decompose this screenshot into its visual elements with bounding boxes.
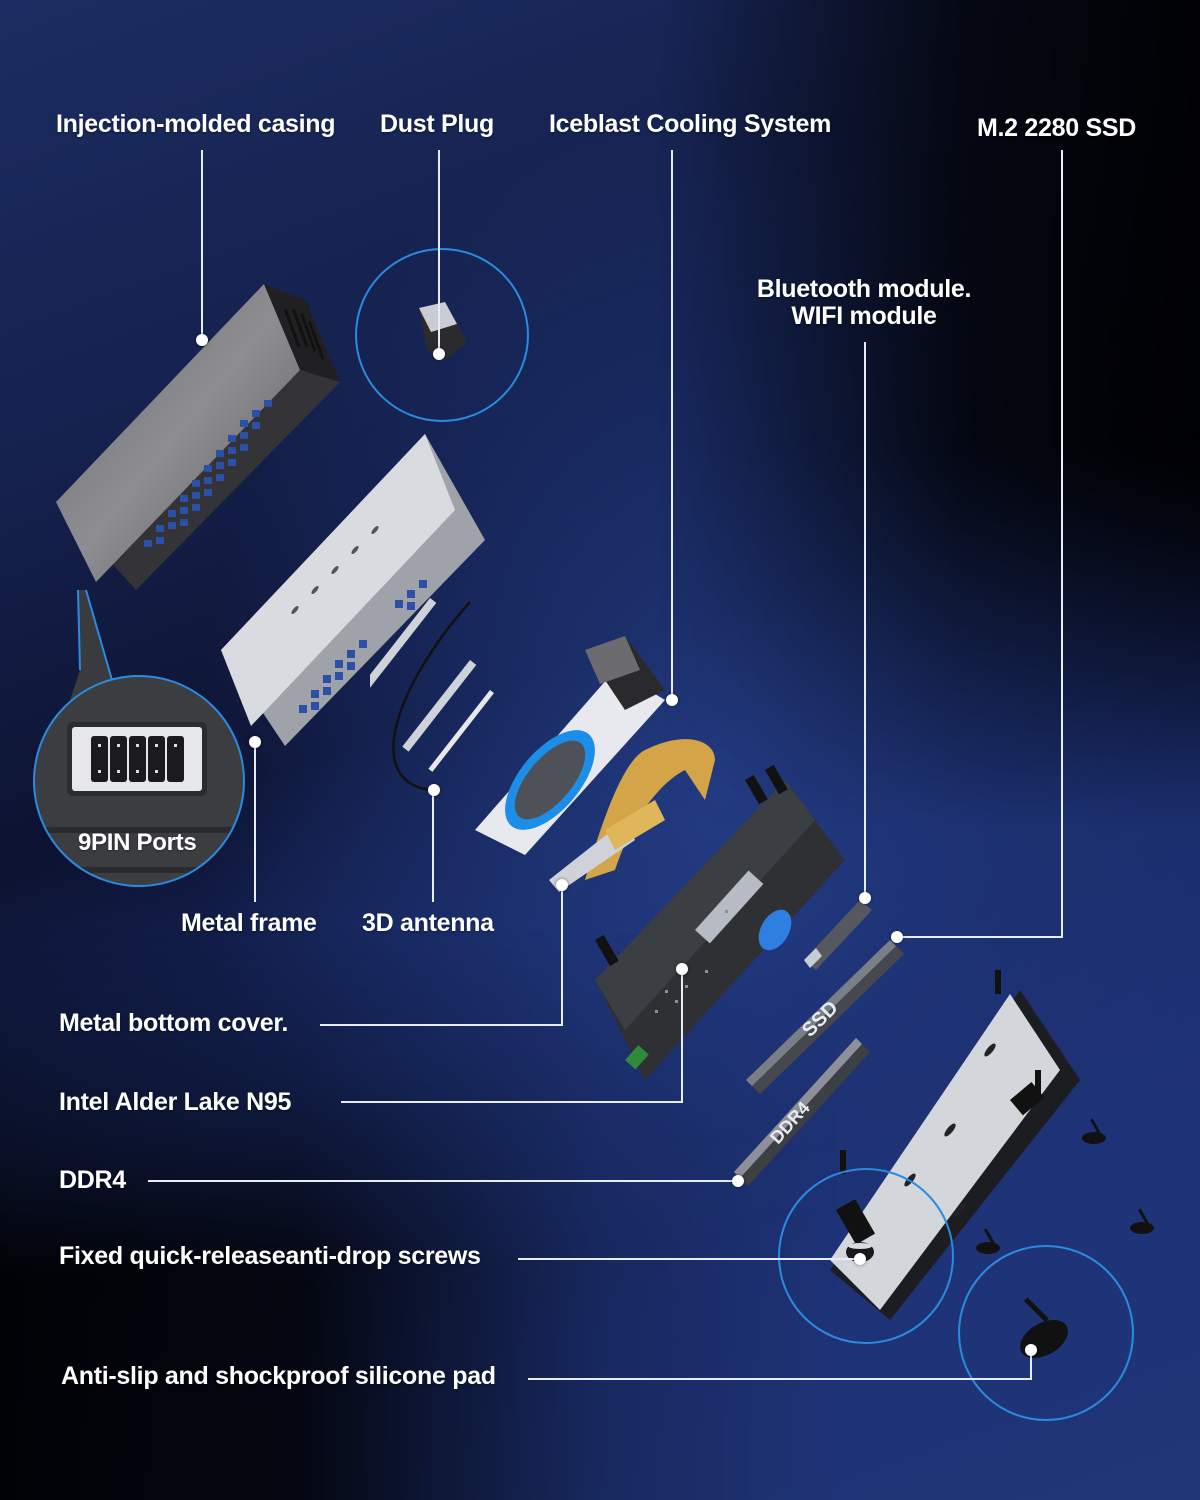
label-anti-slip-silicone-pad: Anti-slip and shockproof silicone pad [61, 1362, 496, 1390]
heatpipe-illustration [545, 720, 735, 900]
anchor-dust-plug [433, 348, 445, 360]
label-3d-antenna: 3D antenna [362, 909, 494, 937]
leader-cpu-h [341, 1101, 683, 1103]
label-9pin-ports: 9PIN Ports [78, 829, 197, 856]
leader-cooling [671, 150, 673, 700]
leader-dust-plug [438, 150, 440, 354]
anchor-antenna [428, 784, 440, 796]
leader-ssd-horizontal [897, 936, 1063, 938]
anchor-screws [854, 1253, 866, 1265]
ports-callout-ring [33, 675, 245, 887]
anchor-casing [196, 334, 208, 346]
screw-pad-1 [1078, 1118, 1108, 1146]
label-m2-2280-ssd: M.2 2280 SSD [977, 114, 1136, 142]
anchor-pad [1025, 1344, 1037, 1356]
leader-bottom-cover-v [561, 888, 563, 1026]
dust-plug-callout-ring [355, 248, 529, 422]
label-metal-frame: Metal frame [181, 909, 317, 937]
label-injection-molded-casing: Injection-molded casing [56, 110, 336, 138]
ddr4-illustration: DDR4 [728, 1030, 878, 1190]
motherboard-illustration [585, 760, 855, 1090]
label-iceblast-cooling-system: Iceblast Cooling System [549, 110, 832, 138]
leader-metal-frame [254, 742, 256, 902]
anchor-metal-frame [249, 736, 261, 748]
label-metal-bottom-cover: Metal bottom cover. [59, 1009, 289, 1037]
label-ddr4: DDR4 [59, 1166, 126, 1194]
leader-ssd-vertical [1061, 150, 1063, 938]
anchor-ddr4 [732, 1175, 744, 1187]
anchor-cooling [666, 694, 678, 706]
label-dust-plug: Dust Plug [380, 110, 494, 138]
leader-casing [201, 150, 203, 340]
screw-pad-3 [972, 1228, 1002, 1256]
leader-screws [518, 1258, 860, 1260]
casing-illustration [40, 270, 380, 600]
ddr4-print: DDR4 [766, 1098, 814, 1148]
leader-ddr4 [148, 1180, 738, 1182]
metal-frame-illustration [215, 430, 495, 750]
label-bluetooth-wifi-module: Bluetooth module. WIFI module [750, 276, 978, 330]
label-fixed-quick-release-screws: Fixed quick-releaseanti-drop screws [59, 1242, 481, 1270]
ports-callout-pointer [60, 590, 140, 700]
label-wifi-line: WIFI module [791, 302, 937, 330]
ports-panel [67, 722, 207, 796]
screws-callout-ring [778, 1168, 954, 1344]
anchor-ssd [891, 931, 903, 943]
anchor-cpu [676, 963, 688, 975]
silicone-pad-illustration [1010, 1295, 1080, 1365]
wifi-module-illustration [800, 890, 880, 980]
screw-pad-2 [1126, 1208, 1156, 1236]
anchor-bottom-cover [556, 879, 568, 891]
leader-bottom-cover-h [320, 1024, 563, 1026]
antenna-illustration [370, 590, 530, 830]
leader-wifi [864, 342, 866, 898]
pad-callout-ring [958, 1245, 1134, 1421]
leader-pad-h [528, 1378, 1032, 1380]
cooling-fan-illustration [465, 630, 685, 860]
anchor-wifi [859, 892, 871, 904]
label-bluetooth-line: Bluetooth module. [756, 275, 972, 303]
leader-pad-v [1030, 1350, 1032, 1380]
leader-antenna [432, 790, 434, 902]
leader-cpu-v [681, 972, 683, 1103]
pin-header [90, 736, 184, 782]
screw-detail-illustration [820, 1200, 890, 1280]
ssd-illustration: SSD [740, 930, 910, 1100]
label-intel-alder-lake-n95: Intel Alder Lake N95 [59, 1088, 292, 1116]
